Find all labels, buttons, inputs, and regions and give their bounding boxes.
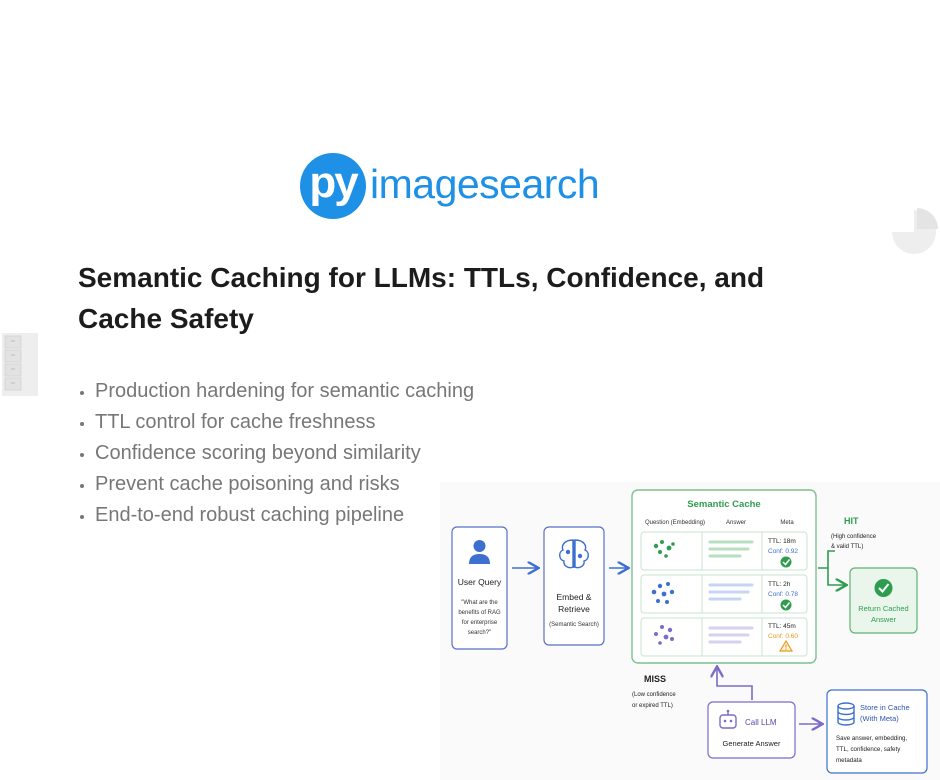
list-item: Prevent cache poisoning and risks xyxy=(95,469,474,500)
database-icon xyxy=(837,702,855,726)
miss-label: MISS xyxy=(644,674,666,684)
logo-mark: py xyxy=(300,153,366,219)
embed-retrieve-box: Embed & Retrieve (Semantic Search) xyxy=(543,526,605,646)
filing-cabinet-icon xyxy=(2,333,38,396)
arrow-llm-to-cache xyxy=(717,668,753,700)
answer-lines xyxy=(708,583,754,601)
check-icon xyxy=(780,556,792,568)
call-llm-box: Call LLM Generate Answer xyxy=(707,701,796,759)
store-desc: TTL, confidence, safety xyxy=(836,746,901,753)
store-label: (With Meta) xyxy=(860,714,899,723)
semantic-cache-table: Semantic Cache Question (Embedding) Answ… xyxy=(631,489,817,664)
cache-header-answer: Answer xyxy=(726,520,746,526)
row-confidence: Conf: 0.78 xyxy=(768,591,798,598)
row-ttl: TTL: 18m xyxy=(768,538,796,545)
user-query-quote: search?" xyxy=(468,630,491,636)
return-cached-label: Answer xyxy=(871,615,897,624)
answer-lines xyxy=(708,540,754,558)
brain-icon xyxy=(559,539,589,569)
pyimagesearch-logo: py imagesearch xyxy=(300,153,620,223)
row-ttl: TTL: 2h xyxy=(768,581,791,588)
store-label: Store in Cache xyxy=(860,703,910,712)
check-icon xyxy=(874,579,893,597)
table-row: TTL: 2h Conf: 0.78 xyxy=(640,574,808,614)
list-item: TTL control for cache freshness xyxy=(95,407,474,438)
row-confidence: Conf: 0.92 xyxy=(768,548,798,555)
user-query-quote: for enterprise xyxy=(462,620,498,626)
feature-list: Production hardening for semantic cachin… xyxy=(78,376,474,531)
page-title: Semantic Caching for LLMs: TTLs, Confide… xyxy=(78,262,765,334)
miss-note: (Low confidence xyxy=(632,692,676,698)
pie-chart-icon xyxy=(892,208,938,254)
row-confidence: Conf: 0.60 xyxy=(768,633,798,640)
embedding-dots xyxy=(654,625,674,645)
store-desc: Save answer, embedding, xyxy=(836,735,907,742)
user-query-quote: "What are the xyxy=(461,600,498,606)
list-item: Production hardening for semantic cachin… xyxy=(95,376,474,407)
cache-title: Semantic Cache xyxy=(687,499,760,510)
return-cached-answer-box: Return Cached Answer xyxy=(849,567,918,634)
check-icon xyxy=(780,599,792,611)
store-desc: metadata xyxy=(836,757,862,764)
hit-note: (High confidence xyxy=(831,534,877,540)
answer-lines xyxy=(708,626,754,644)
embedding-dots xyxy=(653,540,675,558)
cache-header-question: Question (Embedding) xyxy=(645,520,705,526)
miss-note: or expired TTL) xyxy=(632,703,673,709)
embed-label: Embed & xyxy=(557,592,592,602)
user-query-box: User Query "What are the benefits of RAG… xyxy=(451,526,508,650)
hit-label: HIT xyxy=(844,516,859,526)
call-llm-label: Call LLM xyxy=(745,718,777,727)
user-query-quote: benefits of RAG xyxy=(458,610,501,616)
user-icon xyxy=(469,540,490,564)
table-row: TTL: 18m Conf: 0.92 xyxy=(640,531,808,571)
semantic-cache-diagram: User Query "What are the benefits of RAG… xyxy=(440,482,940,780)
hit-note: & valid TTL) xyxy=(831,544,863,550)
embed-sub: (Semantic Search) xyxy=(549,622,599,628)
list-item: End-to-end robust caching pipeline xyxy=(95,500,474,531)
robot-icon xyxy=(719,709,737,729)
table-row: TTL: 45m Conf: 0.60 xyxy=(640,617,808,657)
cache-header-meta: Meta xyxy=(780,520,794,526)
store-in-cache-box: Store in Cache (With Meta) Save answer, … xyxy=(826,689,928,774)
logo-wordmark: imagesearch xyxy=(370,161,600,207)
generate-answer-label: Generate Answer xyxy=(723,739,781,748)
embedding-dots xyxy=(651,582,675,604)
user-query-label: User Query xyxy=(458,577,502,587)
row-ttl: TTL: 45m xyxy=(768,623,796,630)
arrow-hit xyxy=(818,550,845,585)
warning-icon xyxy=(778,639,794,652)
return-cached-label: Return Cached xyxy=(858,604,908,613)
list-item: Confidence scoring beyond similarity xyxy=(95,438,474,469)
embed-label: Retrieve xyxy=(558,604,590,614)
